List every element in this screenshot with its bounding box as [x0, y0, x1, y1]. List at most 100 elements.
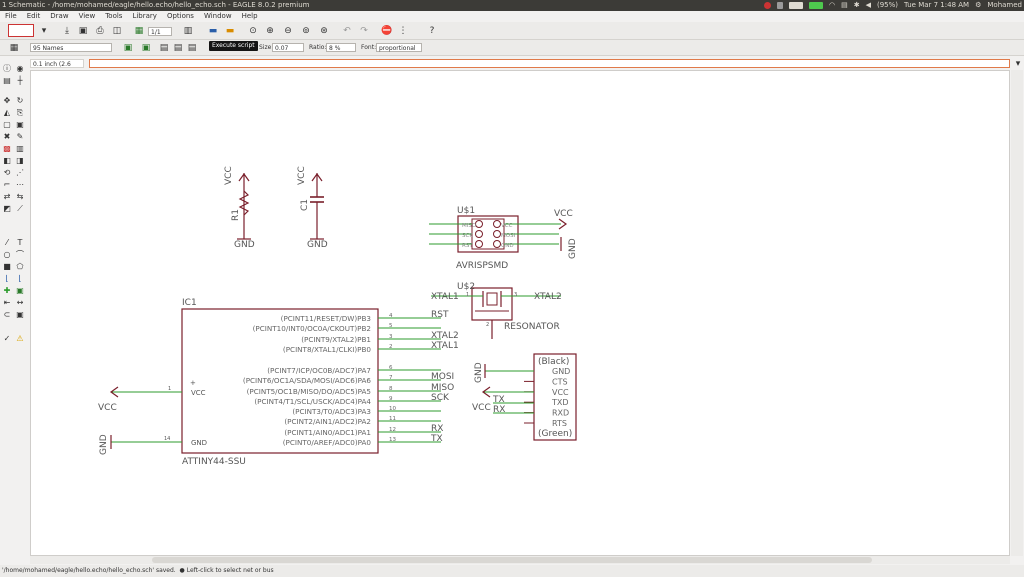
bluetooth-icon[interactable]: ✱: [853, 1, 860, 9]
menu-window[interactable]: Window: [203, 12, 232, 20]
errors-icon[interactable]: ⚠: [16, 334, 24, 343]
help-icon[interactable]: ?: [429, 26, 435, 36]
frame-icon[interactable]: ⊂: [3, 310, 11, 319]
print-icon[interactable]: ⎙: [96, 26, 104, 36]
settings-icon[interactable]: ⚙: [975, 1, 982, 9]
menu-file[interactable]: File: [5, 12, 17, 20]
miter-icon[interactable]: ⌐: [3, 180, 11, 189]
header-u1-avrispsmd[interactable]: MISO SCK RST VCC MOSI GND U$1 AVRISPSMD …: [429, 206, 578, 271]
script-icon[interactable]: ▬: [225, 26, 235, 36]
menu-help[interactable]: Help: [241, 12, 258, 20]
polygon-icon[interactable]: ⬠: [16, 262, 24, 271]
align-left-icon[interactable]: ▤: [159, 43, 169, 53]
circle-icon[interactable]: ○: [3, 250, 11, 259]
text-icon[interactable]: T: [17, 238, 23, 247]
optimize-icon[interactable]: ◩: [3, 204, 11, 213]
ratio-field[interactable]: 8 %: [326, 43, 356, 52]
net-icon[interactable]: ⌊: [18, 274, 22, 283]
rect-icon[interactable]: ■: [3, 262, 11, 271]
redo-icon[interactable]: ↷: [360, 26, 368, 36]
clock[interactable]: Tue Mar 7 1:48 AM: [904, 1, 970, 9]
app-icon[interactable]: [776, 2, 783, 9]
display-icon[interactable]: ▤: [3, 76, 11, 85]
zoom-in-icon[interactable]: ⊕: [266, 26, 274, 36]
menu-draw[interactable]: Draw: [50, 12, 69, 20]
open-icon[interactable]: ⤓: [65, 26, 69, 36]
move-icon[interactable]: ✥: [3, 96, 11, 105]
size-field[interactable]: 0.07: [272, 43, 304, 52]
smash-icon[interactable]: ⟲: [3, 168, 11, 177]
board-icon[interactable]: ▦: [134, 26, 144, 36]
slice-icon[interactable]: ⟋: [17, 204, 23, 213]
bus-icon[interactable]: ⌊: [5, 274, 9, 283]
copy-icon[interactable]: ⎘: [16, 108, 24, 117]
menu-tools[interactable]: Tools: [105, 12, 123, 20]
sheet-select[interactable]: 1/1: [148, 27, 172, 36]
resonator-u2[interactable]: U$2 RESONATOR XTAL1 XTAL2 1 3 2: [431, 282, 562, 339]
dropdown-arrow-icon[interactable]: ▾: [41, 26, 47, 36]
align-center-icon[interactable]: ▤: [173, 43, 183, 53]
name-icon[interactable]: ◧: [3, 156, 11, 165]
capacitor-c1[interactable]: VCC C1 GND: [297, 166, 328, 250]
zoom-redraw-icon[interactable]: ⊚: [302, 26, 310, 36]
mirror-icon[interactable]: ▣: [123, 43, 133, 53]
font-select[interactable]: proportional: [376, 43, 422, 52]
resistor-r1[interactable]: VCC R1 GND: [224, 166, 255, 250]
stop-icon[interactable]: ⛔: [381, 26, 393, 36]
delete-icon[interactable]: ✖: [3, 132, 11, 141]
show-icon[interactable]: ◉: [16, 64, 24, 73]
pin-swap-icon[interactable]: ⇆: [16, 192, 24, 201]
command-input[interactable]: [89, 59, 1010, 68]
memory-graph-icon[interactable]: [808, 2, 823, 9]
label-icon[interactable]: ▣: [16, 286, 24, 295]
module-icon[interactable]: ▣: [16, 310, 24, 319]
split-icon[interactable]: ⋰: [16, 168, 24, 177]
rotate-icon[interactable]: ↻: [16, 96, 24, 105]
user-name[interactable]: Mohamed: [987, 1, 1022, 9]
volume-icon[interactable]: ◀: [865, 1, 871, 9]
zoom-select-icon[interactable]: ⊛: [320, 26, 328, 36]
scrollbar-thumb[interactable]: [152, 557, 872, 563]
erc-icon[interactable]: ✓: [3, 334, 11, 343]
zoom-fit-icon[interactable]: ⊙: [249, 26, 257, 36]
group-icon[interactable]: ▢: [3, 120, 11, 129]
paste-icon[interactable]: ▣: [16, 120, 24, 129]
cam-icon[interactable]: ◫: [112, 26, 122, 36]
invoke-icon[interactable]: ⋯: [16, 180, 24, 189]
save-icon[interactable]: ▣: [78, 26, 88, 36]
horizontal-scrollbar[interactable]: [30, 556, 1010, 564]
grid-icon[interactable]: ▦: [9, 43, 19, 53]
replace-icon[interactable]: ▥: [16, 144, 24, 153]
info-icon[interactable]: ⓘ: [3, 64, 11, 73]
wifi-icon[interactable]: ◠: [828, 1, 836, 9]
change-icon[interactable]: ✎: [16, 132, 24, 141]
mark-icon[interactable]: ┼: [17, 76, 23, 85]
menu-view[interactable]: View: [78, 12, 96, 20]
schematic-canvas[interactable]: VCC R1 GND VCC C1 GND: [30, 70, 1010, 556]
zoom-out-icon[interactable]: ⊖: [284, 26, 292, 36]
chevron-down-icon[interactable]: ▾: [1015, 59, 1021, 69]
keyboard-icon[interactable]: ▤: [841, 1, 848, 9]
vertical-scrollbar[interactable]: [1011, 70, 1023, 556]
arc-icon[interactable]: ⌒: [16, 250, 24, 259]
record-icon[interactable]: [763, 2, 771, 9]
menu-edit[interactable]: Edit: [26, 12, 41, 20]
value-icon[interactable]: ◨: [16, 156, 24, 165]
go-icon[interactable]: ⋮: [398, 26, 408, 36]
spin-icon[interactable]: ▣: [141, 43, 151, 53]
menu-options[interactable]: Options: [166, 12, 194, 20]
layer-select[interactable]: 95 Names: [30, 43, 112, 52]
gate-swap-icon[interactable]: ⇄: [3, 192, 11, 201]
attribute-icon[interactable]: ⇤: [3, 298, 11, 307]
autodesk-logo-icon[interactable]: [8, 24, 34, 37]
cpu-graph-icon[interactable]: [788, 2, 803, 9]
battery-indicator[interactable]: (95%): [876, 1, 899, 9]
library-icon[interactable]: ▥: [183, 26, 193, 36]
menu-library[interactable]: Library: [132, 12, 157, 20]
junction-icon[interactable]: ✚: [3, 286, 11, 295]
wire-icon[interactable]: ⁄: [6, 238, 8, 247]
add-icon[interactable]: ▩: [3, 144, 11, 153]
mirror-tool-icon[interactable]: ◭: [3, 108, 11, 117]
dimension-icon[interactable]: ↔: [16, 298, 24, 307]
